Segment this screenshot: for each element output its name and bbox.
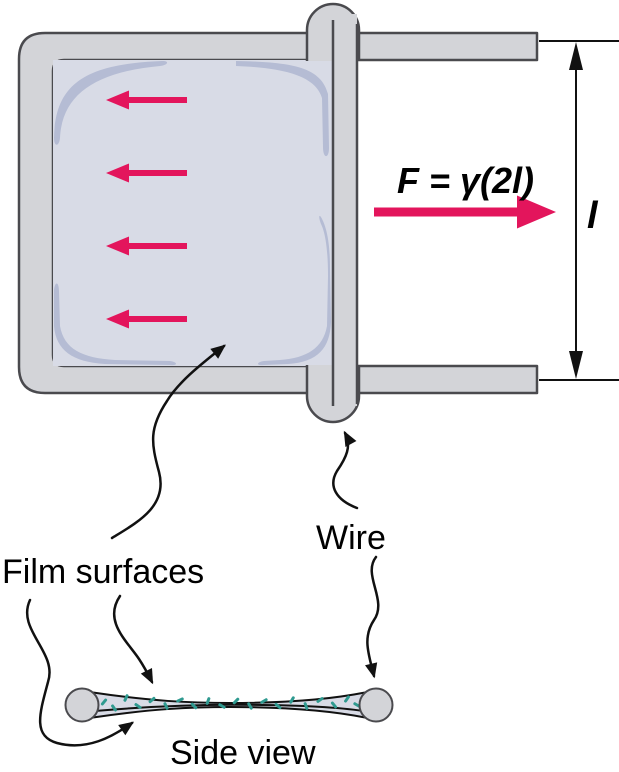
- film-speckles: [100, 694, 361, 712]
- surface-tension-arrow: [106, 90, 187, 110]
- length-dimension: l: [539, 40, 619, 381]
- leader-wire-side: [365, 555, 380, 679]
- soap-film: [53, 60, 340, 366]
- wire-label: Wire: [316, 519, 386, 557]
- wire-cross-section-right: [358, 687, 394, 723]
- leader-film-front: [110, 344, 226, 540]
- film-shade-bottom-right: [258, 215, 331, 366]
- slider-bar-edges: [331, 20, 359, 406]
- leader-wire-top: [332, 430, 359, 510]
- force-arrow: [374, 195, 556, 229]
- side-view: [64, 687, 394, 723]
- film-surfaces-label: Film surfaces: [2, 553, 204, 591]
- dimension-arrowhead-up: [569, 42, 583, 70]
- slider-bar: [333, 14, 357, 406]
- leader-film-bottom-surface: [26, 598, 135, 747]
- leader-arrows: [26, 344, 380, 747]
- wire-cross-section-left: [64, 687, 100, 723]
- surface-tension-arrow: [106, 309, 187, 329]
- length-label: l: [587, 195, 599, 237]
- leader-film-top-surface: [113, 594, 154, 685]
- slider-bottom-hook-outline: [305, 365, 361, 424]
- surface-tension-arrow: [106, 236, 187, 256]
- side-view-film-midline: [94, 703, 364, 712]
- side-view-label: Side view: [170, 734, 316, 772]
- force-equation-label: F = γ(2l): [397, 160, 534, 201]
- slider-wire: [305, 2, 361, 424]
- surface-tension-arrow: [106, 163, 187, 183]
- film-shading: [54, 60, 331, 366]
- slider-top-hook-outline: [305, 2, 361, 61]
- surface-tension-arrows: [106, 90, 187, 329]
- dimension-arrowhead-down: [569, 351, 583, 379]
- film-shade-top-left: [54, 60, 168, 145]
